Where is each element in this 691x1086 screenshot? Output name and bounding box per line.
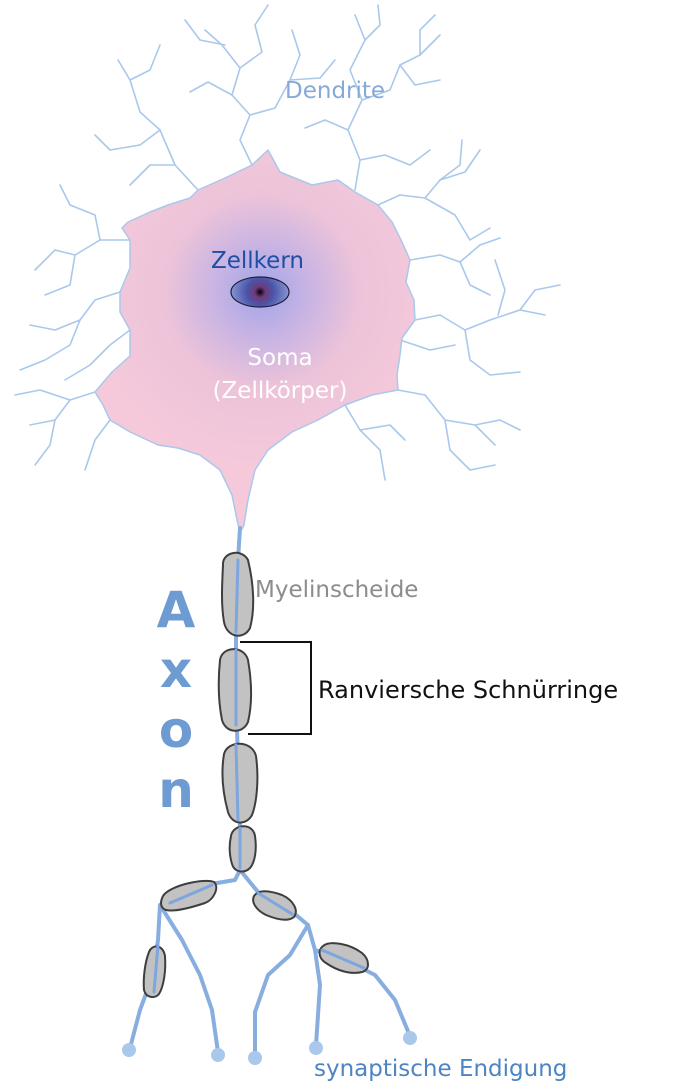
synaptic-ending-label: synaptische Endigung (314, 1058, 567, 1081)
axon-letter: n (150, 760, 202, 820)
axon-letter: A (150, 580, 202, 640)
soma-label-line2: (Zellkörper) (180, 375, 380, 408)
axon-letter: x (150, 640, 202, 700)
nucleus (231, 277, 289, 307)
myelin-segment (222, 744, 257, 823)
myelin-sheath-label: Myelinscheide (255, 579, 418, 602)
soma-label: Soma (Zellkörper) (180, 342, 380, 409)
soma-label-line1: Soma (180, 342, 380, 375)
nucleus-label: Zellkern (211, 250, 304, 273)
axon-label: A x o n (150, 580, 202, 820)
synaptic-terminal (122, 1043, 136, 1057)
synaptic-terminal (309, 1041, 323, 1055)
myelin-segment (230, 826, 256, 871)
synaptic-terminal (248, 1051, 262, 1065)
dendrite-label: Dendrite (285, 80, 385, 103)
axon-letter: o (150, 700, 202, 760)
nodes-of-ranvier-label: Ranviersche Schnürringe (318, 678, 618, 702)
synaptic-terminal (403, 1031, 417, 1045)
synaptic-terminal (211, 1048, 225, 1062)
